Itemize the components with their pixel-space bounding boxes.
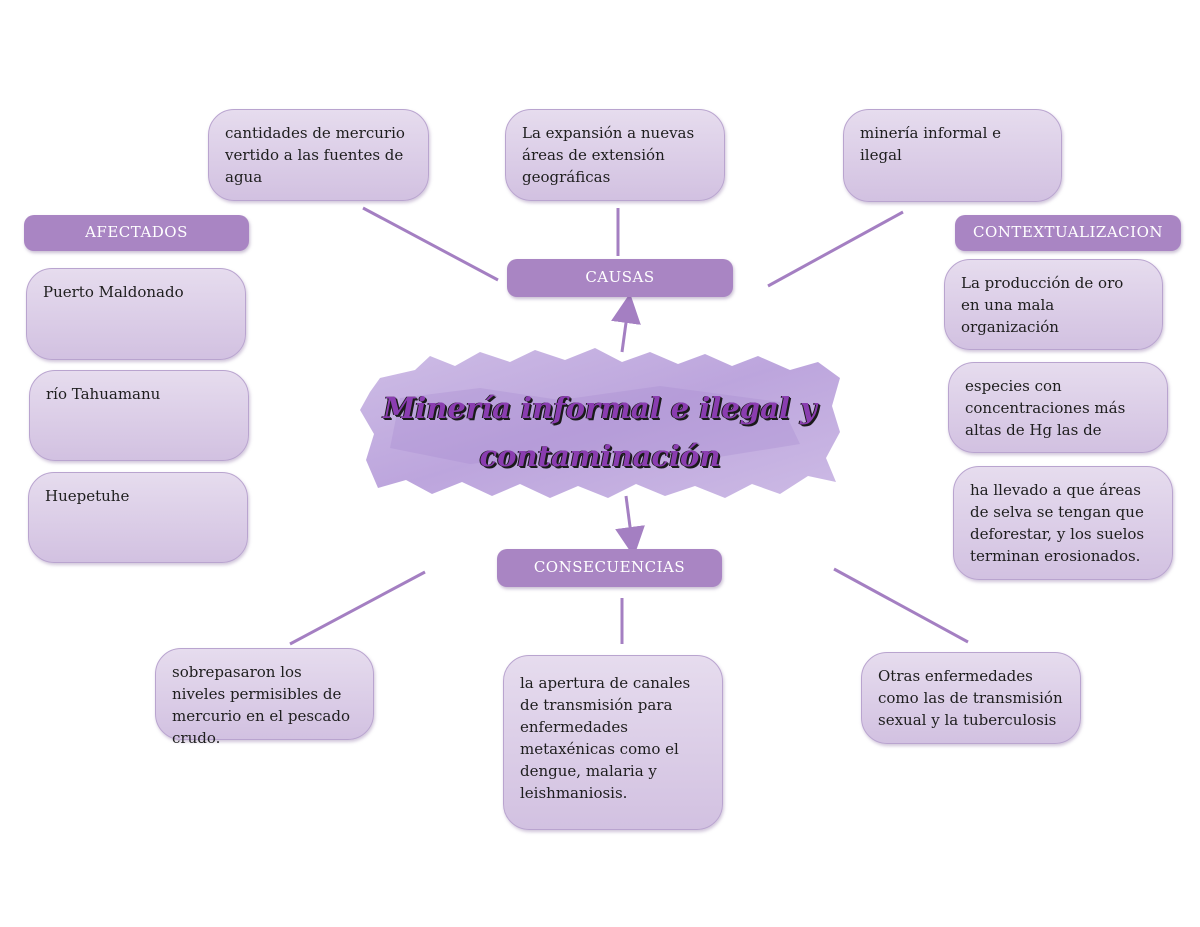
causa-box-2: La expansión a nuevas áreas de extensión… [505,109,725,201]
page-title: Minería informal e ilegal y contaminació… [383,391,817,473]
watercolor-brush-stroke [360,348,840,498]
central-title: Minería informal e ilegal y contaminació… [360,348,840,498]
contexto-box-1: La producción de oro en una mala organiz… [944,259,1163,350]
contextualizacion-label: CONTEXTUALIZACION [955,215,1181,251]
connector-consecuencia-1 [289,570,426,646]
connector-causa-3 [767,210,904,288]
afectado-box-2: río Tahuamanu [29,370,249,461]
causa-box-1: cantidades de mercurio vertido a las fue… [208,109,429,201]
causas-label: CAUSAS [507,259,733,297]
causa-box-3: minería informal e ilegal [843,109,1062,202]
connector-causa-1 [362,206,499,282]
contexto-box-2: especies con concentraciones más altas d… [948,362,1168,453]
arrow-to-consecuencias [615,495,645,557]
arrow-to-causas [611,293,641,353]
consecuencia-box-1: sobrepasaron los niveles permisibles de … [155,648,374,747]
connector-consecuencia-3 [833,567,969,644]
consecuencias-label: CONSECUENCIAS [497,549,722,587]
afectado-box-3: Huepetuhe [28,472,248,563]
afectado-box-1: Puerto Maldonado [26,268,246,360]
contexto-box-3: ha llevado a que áreas de selva se tenga… [953,466,1173,580]
afectados-label: AFECTADOS [24,215,249,251]
consecuencia-box-2: la apertura de canales de transmisión pa… [503,655,723,830]
consecuencia-box-3: Otras enfermedades como las de transmisi… [861,652,1081,744]
